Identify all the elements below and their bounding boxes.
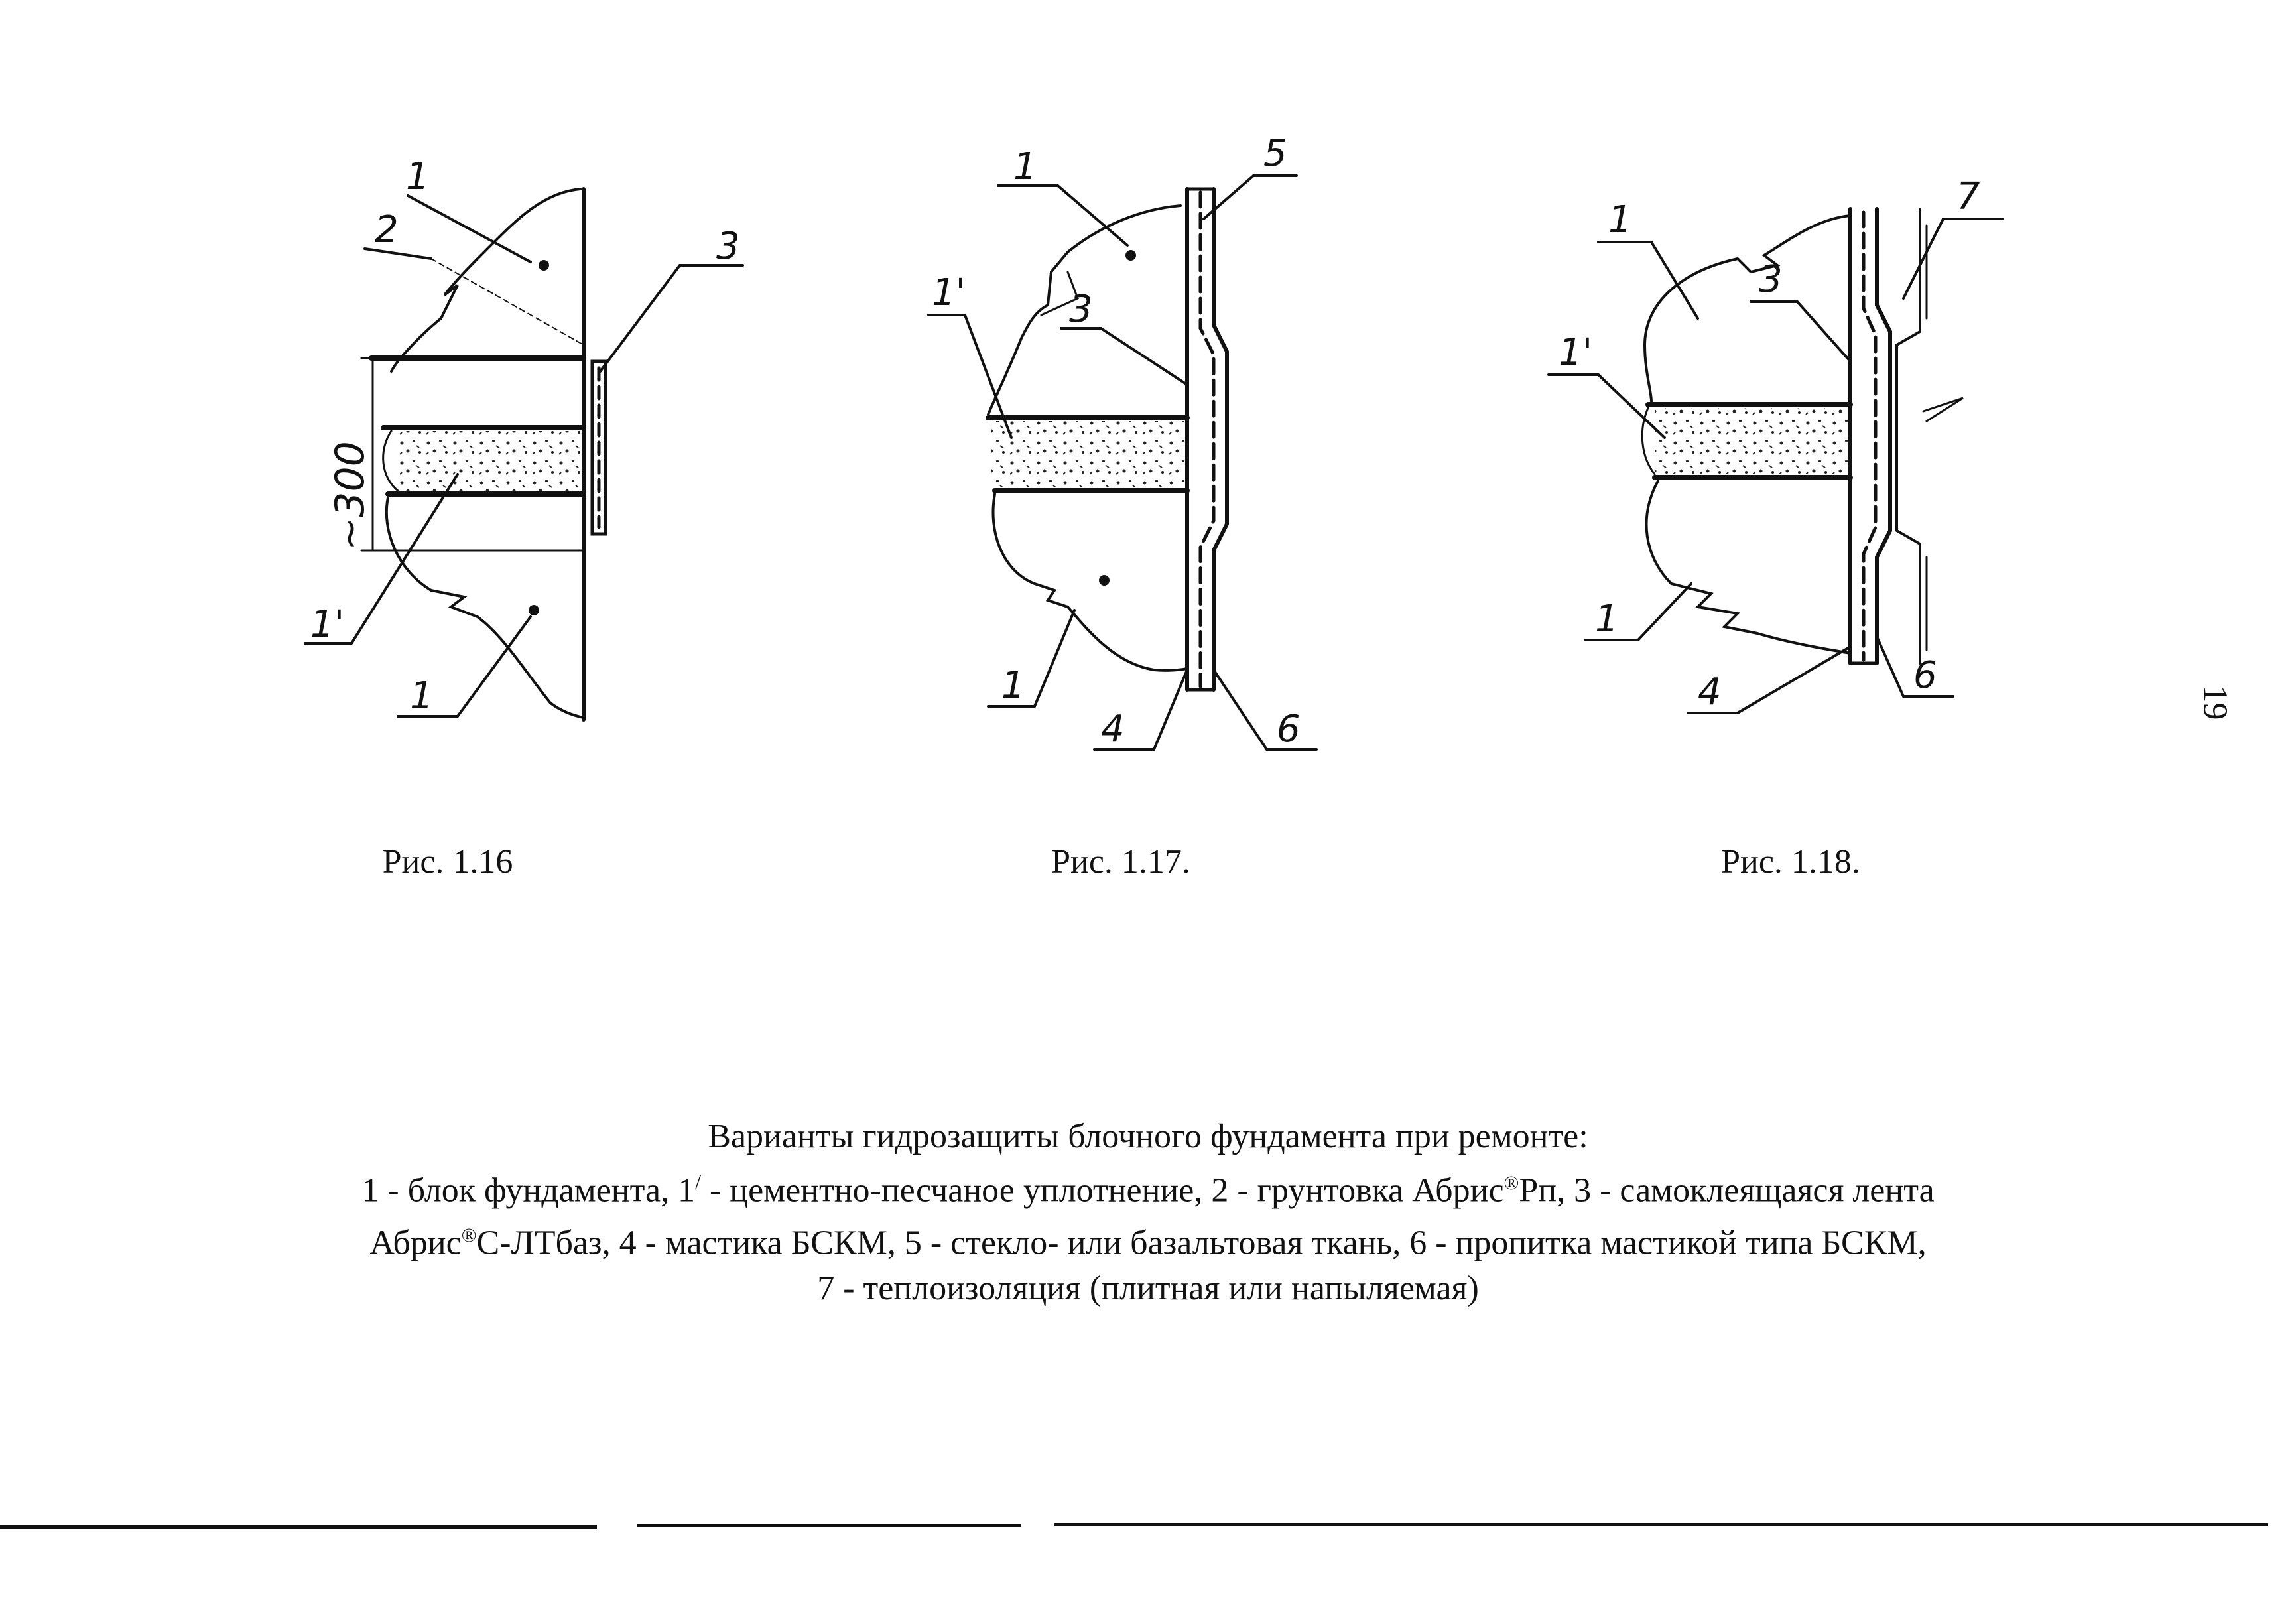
bottom-rule-right — [1054, 1523, 2268, 1526]
figure-1-18-drawing — [1547, 207, 2004, 714]
waterproof-layer-outer — [1212, 187, 1229, 692]
fig-1-17-callout-4: 4 — [1101, 708, 1125, 751]
fig-1-16-callout-2: 2 — [375, 208, 399, 251]
fig-1-18-callout-4: 4 — [1698, 671, 1722, 714]
page-number: 19 — [2196, 685, 2234, 720]
fabric-layer — [1198, 190, 1216, 688]
figure-1-16-labels: 1 2 3 1' 1 ~300 — [310, 155, 740, 718]
bottom-rule-middle — [637, 1524, 1021, 1527]
legend-title: Варианты гидрозащиты блочного фундамента… — [708, 1118, 1588, 1155]
fig-1-18-callout-1-prime: 1' — [1559, 331, 1592, 374]
figure-1-16-drawing — [304, 187, 744, 722]
fig-1-17-callout-3: 3 — [1069, 288, 1093, 331]
mortar-joint — [991, 421, 1187, 487]
fig-1-18-callout-6: 6 — [1913, 654, 1937, 697]
fig-1-17-callout-1-bottom: 1 — [1001, 664, 1025, 707]
fig-1-18-callout-1-bottom: 1 — [1595, 598, 1619, 641]
legend-line-3: 7 - теплоизоляция (плитная или напыляема… — [817, 1269, 1479, 1307]
fig-1-18-callout-3: 3 — [1759, 258, 1783, 301]
fig-1-16-dimension: ~300 — [327, 441, 373, 550]
legend-line-1: 1 - блок фундамента, 1/ - цементно-песча… — [361, 1170, 1935, 1210]
thermal-insulation — [1895, 208, 1921, 665]
figure-1-17-labels: 1 5 1' 3 1 4 6 — [932, 132, 1301, 751]
figure-1-18-caption: Рис. 1.18. — [1721, 843, 1860, 881]
fig-1-17-callout-1-prime: 1' — [932, 271, 966, 314]
figure-1-16-caption: Рис. 1.16 — [382, 843, 513, 881]
fig-1-18-callout-7: 7 — [1956, 175, 1980, 218]
figure-1-18-labels: 1 3 7 1' 1 4 6 — [1559, 175, 1980, 714]
bottom-rule-left — [0, 1525, 597, 1529]
lower-block-outline — [385, 496, 585, 719]
fig-1-16-callout-1-prime: 1' — [310, 603, 344, 646]
fig-1-16-callout-1-bottom: 1 — [410, 675, 434, 718]
figure-legend: Варианты гидрозащиты блочного фундамента… — [153, 1114, 2143, 1311]
figure-1-17-drawing — [927, 174, 1318, 751]
upper-block-outline — [390, 188, 582, 373]
mortar-joint — [398, 431, 582, 491]
fig-1-17-callout-6: 6 — [1277, 708, 1301, 751]
mortar-joint — [1655, 408, 1850, 474]
legend-line-2: Абрис®С-ЛТбаз, 4 - мастика БСКМ, 5 - сте… — [369, 1224, 1927, 1262]
figure-1-17-caption: Рис. 1.17. — [1051, 843, 1190, 881]
fig-1-16-callout-1-top: 1 — [406, 155, 430, 198]
fig-1-17-callout-5: 5 — [1263, 132, 1287, 175]
fig-1-17-callout-1-top: 1 — [1013, 145, 1037, 188]
fig-1-16-callout-3: 3 — [716, 225, 740, 268]
fig-1-18-callout-1-top: 1 — [1608, 198, 1632, 241]
